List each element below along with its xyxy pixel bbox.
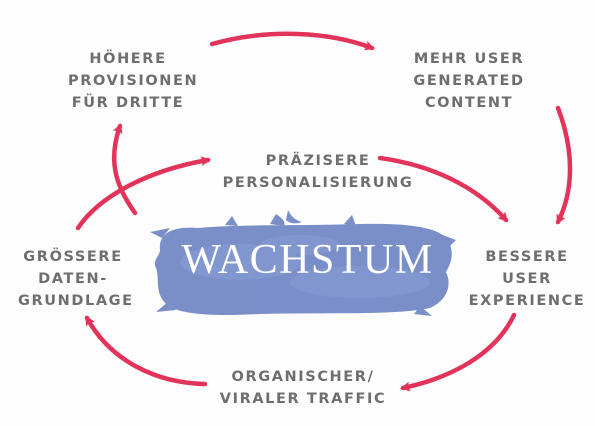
node-groessere-datengrundlage: GRÖSSERE DATEN- GRUNDLAGE: [18, 246, 134, 312]
node-bessere-user-experience: BESSERE USER EXPERIENCE: [466, 246, 588, 312]
node-line: GENERATED: [413, 73, 525, 89]
node-line: PERSONALISIERUNG: [222, 175, 414, 191]
node-line: BESSERE: [485, 249, 569, 265]
node-line: VIRALER TRAFFIC: [219, 391, 387, 407]
arrow-ux-to-traffic: [400, 312, 517, 392]
arrow-personalisierung-to-ux: [377, 155, 509, 223]
arrow-traffic-to-daten: [84, 315, 208, 387]
node-line: PROVISIONEN: [68, 73, 199, 89]
node-line: DATEN-: [38, 271, 108, 287]
node-hoehere-provisionen: HÖHERE PROVISIONEN FÜR DRITTE: [68, 48, 199, 114]
node-line: MEHR USER: [413, 51, 525, 67]
arrow-daten-to-provisionen: [111, 123, 138, 216]
arrow-provisionen-to-ugc: [209, 31, 375, 51]
node-organischer-viraler-traffic: ORGANISCHER/ VIRALER TRAFFIC: [218, 366, 388, 410]
node-line: GRUNDLAGE: [18, 293, 134, 309]
node-line: EXPERIENCE: [468, 293, 586, 309]
node-line: PRÄZISERE: [265, 153, 371, 169]
node-line: FÜR DRITTE: [71, 95, 185, 111]
arrow-ugc-to-ux: [555, 105, 573, 225]
center-label-wachstum: WACHSTUM: [181, 237, 434, 283]
arrow-daten-to-personalisierung: [75, 156, 211, 231]
node-line: USER: [502, 271, 552, 287]
node-line: ORGANISCHER/: [231, 369, 375, 385]
node-line: CONTENT: [424, 95, 514, 111]
node-mehr-user-generated-content: MEHR USER GENERATED CONTENT: [404, 48, 534, 114]
node-praezisere-personalisierung: PRÄZISERE PERSONALISIERUNG: [218, 150, 418, 194]
node-line: GRÖSSERE: [23, 249, 123, 265]
node-line: HÖHERE: [89, 51, 167, 67]
